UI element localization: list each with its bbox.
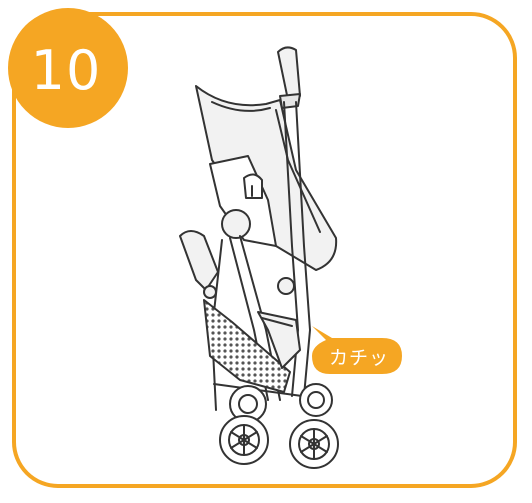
click-sound-label: カチッ	[318, 341, 400, 371]
side-hinge	[278, 278, 294, 294]
stroller-handle	[278, 47, 300, 100]
frame-hinge	[222, 210, 250, 238]
leg-rest	[180, 231, 218, 290]
